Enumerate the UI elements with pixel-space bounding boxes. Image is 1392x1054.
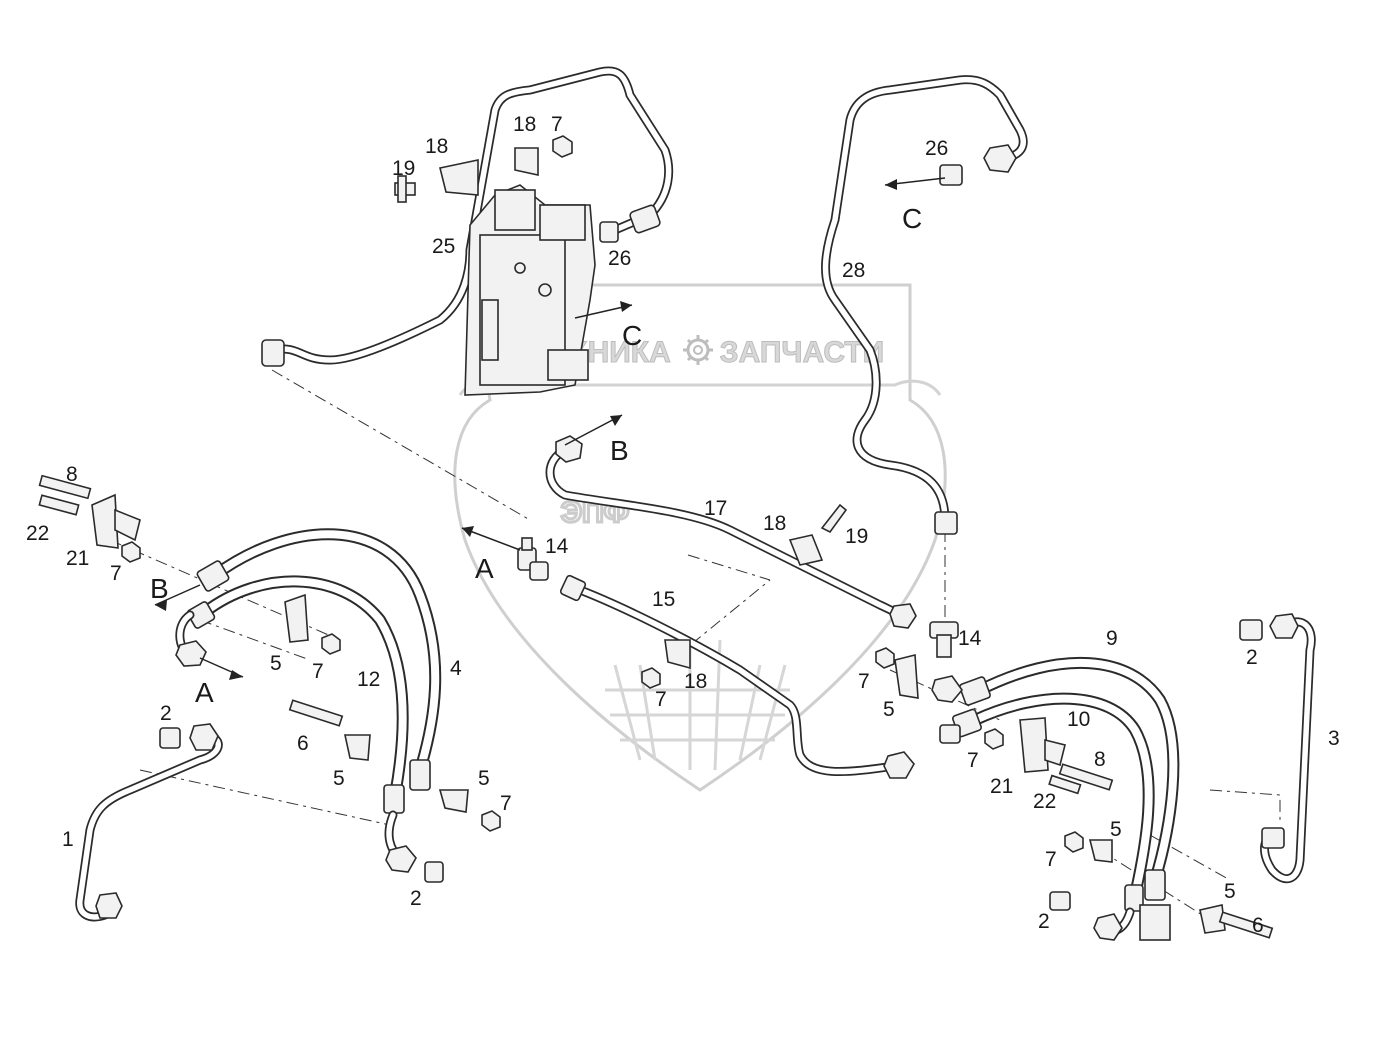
- arrow-label-c-mid: C: [622, 320, 642, 351]
- callout: 18: [513, 113, 536, 136]
- callout: 18: [425, 135, 448, 158]
- hose-9: [974, 656, 1180, 886]
- callout: 7: [655, 688, 667, 711]
- callout: 18: [684, 670, 707, 693]
- arrow-label-b-center: B: [610, 435, 629, 466]
- arrow-label-a-left: A: [195, 677, 214, 708]
- callout: 2: [410, 887, 422, 910]
- callout: 5: [270, 652, 282, 675]
- tee-14-right: [929, 621, 959, 658]
- fitting-nut: [934, 511, 958, 535]
- bolt-8-left: [38, 474, 92, 500]
- callout: 7: [312, 660, 324, 683]
- callout: 2: [1246, 646, 1258, 669]
- callout: 25: [432, 235, 455, 258]
- bolt-19-mid: [820, 503, 848, 534]
- callout: 8: [66, 463, 78, 486]
- hose-right-fittings: [931, 675, 1166, 941]
- fitting-nut: [889, 603, 917, 629]
- callout: 5: [1110, 818, 1122, 841]
- left-brackets: [38, 474, 501, 832]
- shield-icon: [453, 283, 947, 792]
- callout: 7: [110, 562, 122, 585]
- callout: 21: [990, 775, 1013, 798]
- arrow-label-b-left: B: [150, 573, 169, 604]
- callout: 18: [763, 512, 786, 535]
- valve-block: [464, 184, 619, 396]
- callout: 5: [333, 767, 345, 790]
- bolt-8-right: [1058, 763, 1114, 791]
- hose-12: [199, 575, 409, 801]
- watermark-right-text: ЗАПЧАСТИ: [720, 336, 884, 369]
- fitting-26-right: [939, 164, 963, 186]
- gear-icon: [683, 335, 713, 365]
- callout: 5: [883, 698, 895, 721]
- callout: 7: [551, 113, 563, 136]
- callout: 21: [66, 547, 89, 570]
- callout: 19: [392, 157, 415, 180]
- arrow-label-c-top: C: [902, 203, 922, 234]
- fitting-26-top: [599, 221, 619, 243]
- fitting-nut: [983, 144, 1017, 173]
- arrow-b-left: [154, 584, 201, 606]
- callout: 17: [704, 497, 727, 520]
- bolt-6-left: [288, 699, 344, 727]
- callout: 7: [967, 749, 979, 772]
- callout: 2: [1038, 910, 1050, 933]
- callout: 7: [858, 670, 870, 693]
- hose-10: [969, 692, 1155, 901]
- callout: 6: [297, 732, 309, 755]
- wheat-emblem: [605, 639, 790, 771]
- callout: 7: [1045, 848, 1057, 871]
- pipe-15: [559, 574, 915, 779]
- callout-numbers: 8 22 21 7 19 18 18 7 25 26 26 28 17 18 1…: [26, 113, 1340, 937]
- pipe-1: [75, 723, 223, 922]
- callout: 26: [925, 137, 948, 160]
- direction-arrows: [154, 177, 946, 680]
- callout: 19: [845, 525, 868, 548]
- pipe-25: [261, 66, 674, 367]
- callout: 10: [1067, 708, 1090, 731]
- hose-4: [209, 528, 442, 776]
- callout: 1: [62, 828, 74, 851]
- callout: 6: [1252, 914, 1264, 937]
- callout: 8: [1094, 748, 1106, 771]
- callout: 9: [1106, 627, 1118, 650]
- callout: 14: [545, 535, 569, 558]
- fitting-nut: [559, 574, 587, 602]
- fitting-nut: [261, 339, 285, 367]
- bolt-22-right: [1048, 774, 1082, 795]
- bracket-mid: [641, 503, 848, 689]
- fitting-nut: [883, 751, 915, 779]
- bolt-22-left: [38, 494, 80, 516]
- callout: 2: [160, 702, 172, 725]
- callout: 12: [357, 668, 380, 691]
- bracket-top: [394, 135, 573, 203]
- arrow-label-a-center: A: [475, 553, 494, 584]
- hose-left-fittings: [175, 560, 444, 883]
- callout: 28: [842, 259, 865, 282]
- arrow-letters: C C B B A A: [150, 203, 922, 708]
- tee-14-left: [517, 537, 549, 581]
- pipe-28: [821, 75, 1028, 535]
- callout: 5: [478, 767, 490, 790]
- right-brackets: [875, 647, 1274, 941]
- nut-7: [552, 135, 573, 158]
- callout: 22: [1033, 790, 1056, 813]
- callout: 5: [1224, 880, 1236, 903]
- bolt-6-right: [1218, 911, 1274, 939]
- callout: 4: [450, 657, 462, 680]
- fitting-nut: [629, 204, 661, 234]
- pipe-3: [1239, 613, 1316, 884]
- callout: 15: [652, 588, 675, 611]
- callout: 3: [1328, 727, 1340, 750]
- callout: 14: [958, 627, 982, 650]
- fitting-nut: [555, 435, 583, 463]
- callout: 22: [26, 522, 49, 545]
- pipe-17: [545, 435, 917, 629]
- callout: 26: [608, 247, 631, 270]
- callout: 7: [500, 792, 512, 815]
